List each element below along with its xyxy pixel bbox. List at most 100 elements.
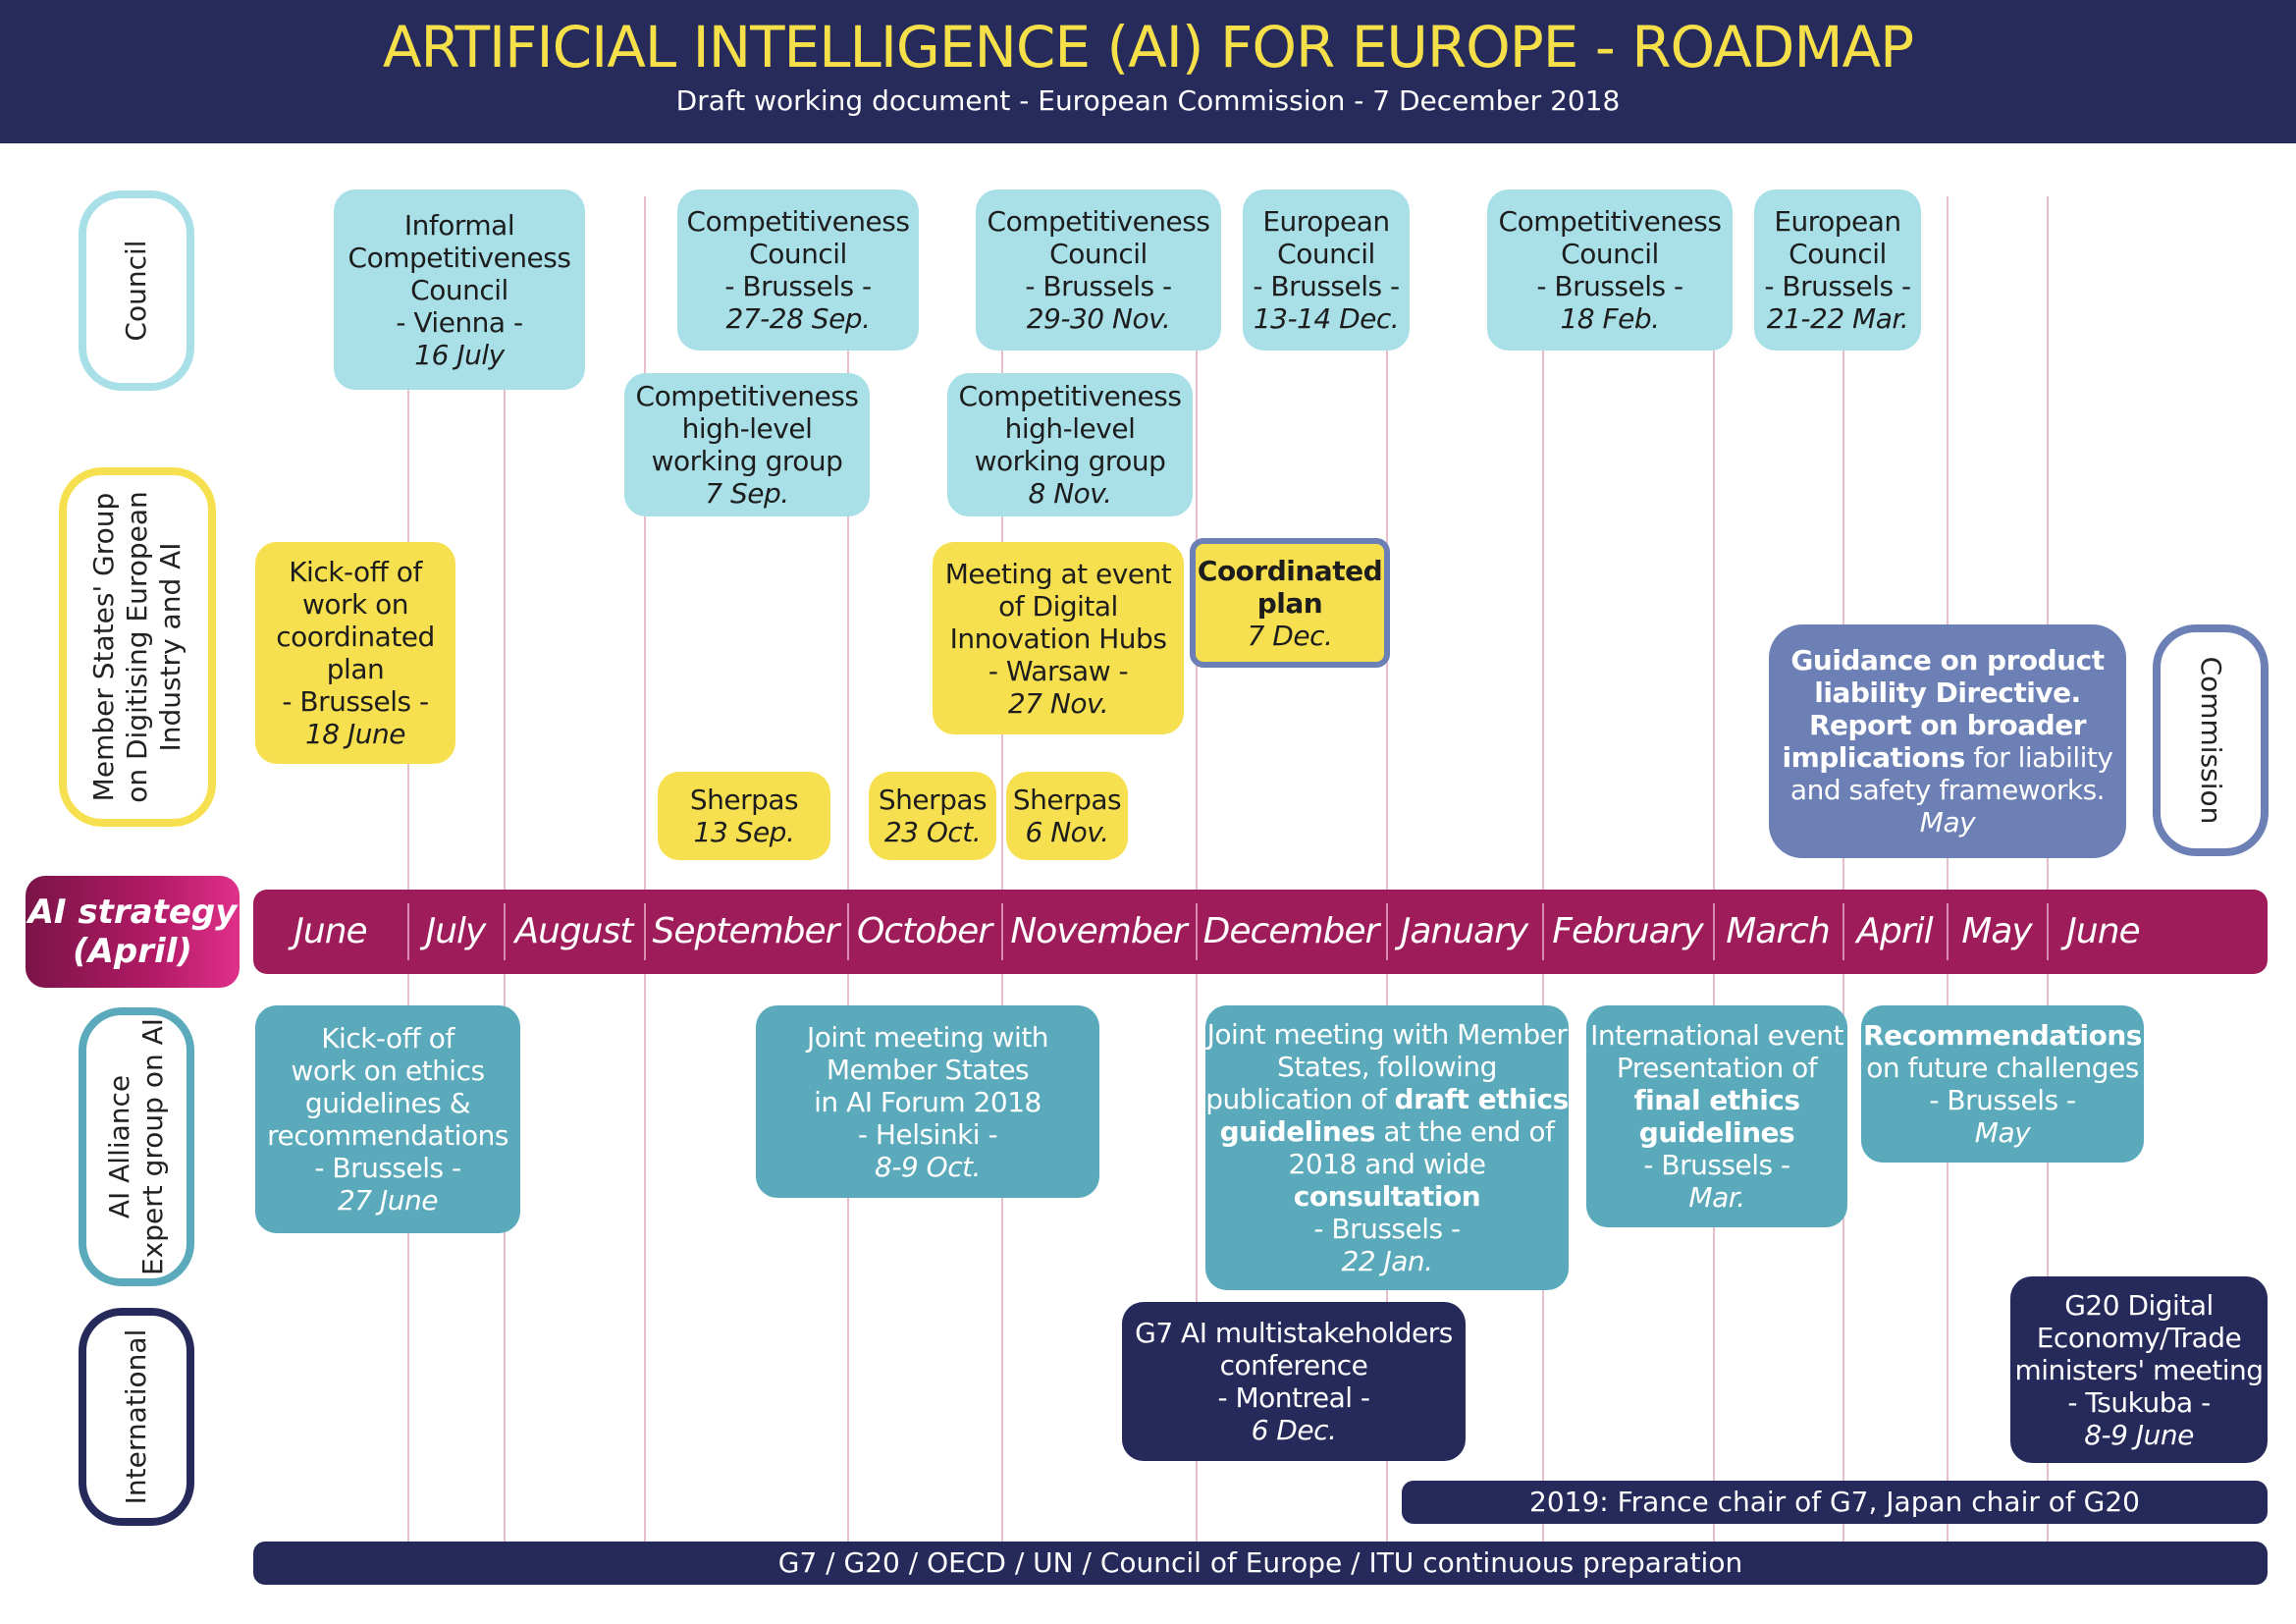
event-line: Competitiveness [1498, 205, 1722, 238]
gridline [1196, 196, 1198, 1542]
event-line: and safety frameworks. [1789, 774, 2106, 806]
event-date: 27 June [337, 1184, 439, 1217]
event-line: Kick-off of [321, 1022, 454, 1055]
event-date: 8 Nov. [1028, 477, 1112, 510]
event-line: - Brussels - [1313, 1213, 1461, 1245]
event-line: coordinated [276, 621, 435, 653]
event-line: plan [326, 653, 385, 685]
lane-international-label: International [120, 1328, 152, 1505]
month-label: May [1961, 911, 2032, 951]
event-line: International event [1590, 1019, 1843, 1052]
event-digital-innovation-hubs: Meeting at event of Digital Innovation H… [933, 542, 1184, 734]
event-line: implications for liability [1782, 741, 2113, 774]
event-line: Council [410, 273, 508, 306]
event-date: Mar. [1688, 1181, 1745, 1214]
event-line: ministers' meeting [2014, 1353, 2264, 1386]
event-coordinated-plan: Coordinated plan 7 Dec. [1190, 538, 1390, 668]
month-label: July [425, 911, 487, 951]
month-separator [644, 903, 646, 960]
gridline [2047, 196, 2049, 1542]
event-line: final ethics [1633, 1084, 1800, 1116]
event-product-liability-guidance: Guidance on product liability Directive.… [1769, 624, 2126, 858]
event-line: working group [974, 445, 1166, 477]
event-date: May [1974, 1116, 2031, 1149]
event-g7-montreal: G7 AI multistakeholders conference - Mon… [1122, 1302, 1466, 1461]
event-date: 6 Dec. [1251, 1414, 1337, 1446]
event-sherpas-oct: Sherpas 23 Oct. [869, 772, 996, 860]
event-line: Joint meeting with Member [1206, 1018, 1568, 1051]
event-line: - Tsukuba - [2067, 1385, 2211, 1419]
event-line: Council [1561, 238, 1659, 270]
event-line: Informal [403, 208, 515, 242]
month-separator [2047, 903, 2049, 960]
months-timeline: June July August September October Novem… [253, 890, 2268, 974]
event-line: - Brussels - [314, 1152, 461, 1184]
gridline [1713, 196, 1715, 1542]
event-date: 7 Sep. [705, 477, 789, 510]
page-subtitle: Draft working document - European Commis… [675, 84, 1621, 117]
event-line: Competitiveness [987, 205, 1210, 238]
bar-g7-g20-chairs: 2019: France chair of G7, Japan chair of… [1402, 1481, 2268, 1524]
event-line: - Montreal - [1217, 1381, 1370, 1414]
event-line: recommendations [267, 1119, 508, 1152]
event-competitiveness-council-sep: Competitiveness Council - Brussels - 27-… [677, 189, 919, 351]
event-line: 2018 and wide [1288, 1148, 1486, 1180]
event-recommendations: Recommendations on future challenges - B… [1861, 1005, 2144, 1163]
event-date: 13-14 Dec. [1253, 302, 1400, 335]
event-date: 13 Sep. [693, 816, 795, 848]
month-label: October [856, 911, 992, 951]
event-line: Coordinated [1197, 554, 1383, 587]
event-line: Council [749, 238, 847, 270]
event-line: G20 Digital [2064, 1288, 2214, 1322]
month-separator [1713, 903, 1715, 960]
event-line: European [1262, 205, 1390, 238]
event-line: guidelines [1638, 1116, 1795, 1149]
event-line-rest: publication of [1205, 1083, 1395, 1115]
event-line: Economy/Trade [2036, 1321, 2242, 1354]
event-line: - Brussels - [282, 685, 429, 718]
month-label: September [652, 911, 840, 951]
event-competitiveness-council-feb: Competitiveness Council - Brussels - 18 … [1487, 189, 1733, 351]
event-line: consultation [1293, 1180, 1481, 1213]
event-line: Presentation of [1616, 1052, 1818, 1084]
event-date: 16 July [414, 338, 505, 371]
month-separator [1947, 903, 1949, 960]
month-separator [1196, 903, 1198, 960]
bar-continuous-preparation: G7 / G20 / OECD / UN / Council of Europe… [253, 1542, 2268, 1585]
event-line: guidelines at the end of [1220, 1115, 1555, 1148]
event-date: 7 Dec. [1247, 619, 1333, 652]
month-label: March [1726, 911, 1831, 951]
event-line: Meeting at event [944, 557, 1172, 590]
month-label: June [294, 911, 367, 951]
event-line: Recommendations [1863, 1019, 2142, 1052]
lane-ai-alliance: AI Alliance Expert group on AI [79, 1007, 194, 1286]
event-line: publication of draft ethics [1205, 1083, 1569, 1115]
event-line: - Brussels - [1764, 270, 1911, 302]
lane-member-states: Member States' Group on Digitising Europ… [59, 467, 216, 827]
event-line: - Helsinki - [857, 1117, 998, 1151]
event-line: European [1774, 205, 1901, 238]
month-label: January [1400, 911, 1528, 951]
event-date: 18 June [304, 718, 406, 750]
event-line: Competitiveness [958, 380, 1182, 412]
lane-ai-alliance-label: AI Alliance Expert group on AI [103, 1017, 169, 1276]
event-line: States, following [1277, 1051, 1497, 1083]
event-date: 6 Nov. [1025, 816, 1109, 848]
month-label: April [1856, 911, 1933, 951]
event-date: 27 Nov. [1007, 686, 1109, 720]
event-international-ethics-presentation: International event Presentation of fina… [1586, 1005, 1847, 1227]
event-date: 8-9 Oct. [875, 1150, 981, 1183]
ai-strategy-line: AI strategy [27, 893, 238, 932]
event-kickoff-ethics: Kick-off of work on ethics guidelines & … [255, 1005, 520, 1233]
event-line: Competitiveness [347, 241, 571, 274]
month-separator [1001, 903, 1003, 960]
event-line: Sherpas [878, 784, 988, 816]
event-line: high-level [681, 412, 813, 445]
event-line: Sherpas [689, 784, 799, 816]
gridline [407, 196, 409, 1542]
event-line: Joint meeting with [806, 1020, 1049, 1054]
event-date: 18 Feb. [1560, 302, 1660, 335]
event-line: - Brussels - [1253, 270, 1400, 302]
event-line: Report on broader [1808, 709, 2087, 741]
event-helsinki-ai-forum: Joint meeting with Member States in AI F… [756, 1005, 1099, 1198]
